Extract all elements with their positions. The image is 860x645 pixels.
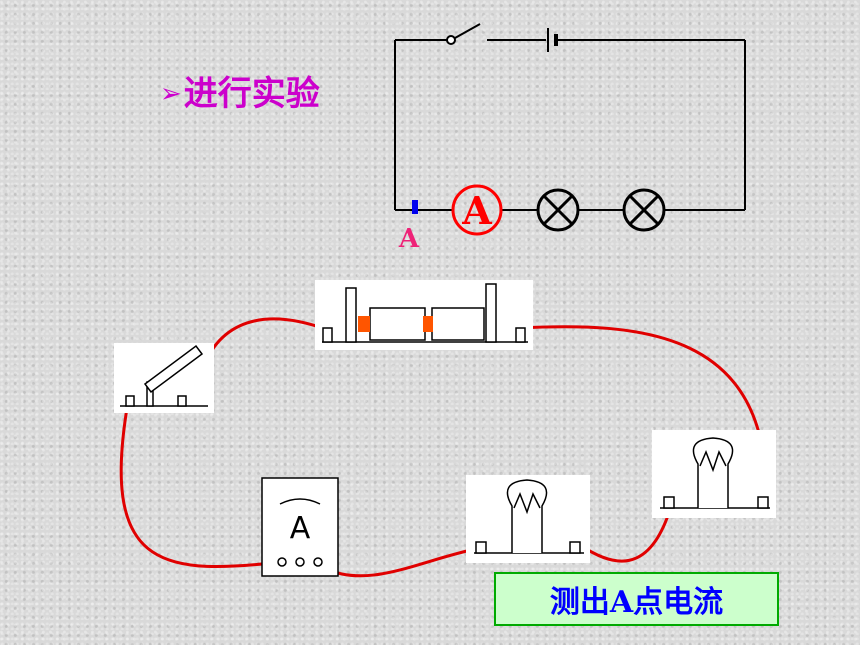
lamp-device-2 bbox=[652, 430, 776, 518]
wire-lamp2-to-lamp1 bbox=[578, 501, 674, 563]
lamp-device-1 bbox=[466, 475, 590, 563]
bullet-arrow-icon: ➢ bbox=[160, 79, 182, 109]
ammeter-symbol-letter: A bbox=[461, 188, 492, 233]
lamp-symbol-1 bbox=[536, 188, 580, 232]
battery-terminal-right bbox=[423, 316, 433, 332]
wire-lamp1-to-ammeter bbox=[322, 546, 482, 578]
caption-box: 测出A点电流 bbox=[494, 572, 779, 626]
battery-terminal-left bbox=[358, 316, 370, 332]
switch-symbol bbox=[446, 23, 481, 45]
circuit-schematic bbox=[394, 23, 746, 232]
ammeter-device: A bbox=[261, 477, 339, 577]
battery-symbol bbox=[547, 28, 558, 52]
battery-device bbox=[315, 280, 533, 350]
caption-text: 测出A点电流 bbox=[549, 585, 724, 620]
switch-device bbox=[114, 343, 214, 413]
wire-switch-to-battery bbox=[193, 317, 330, 404]
ammeter-device-letter: A bbox=[290, 511, 311, 546]
point-a-marker bbox=[412, 200, 418, 214]
lamp-symbol-2 bbox=[622, 188, 666, 232]
heading-text: 进行实验 bbox=[183, 74, 320, 114]
point-a-label: A bbox=[398, 224, 420, 254]
section-heading: ➢进行实验 bbox=[160, 66, 320, 115]
ammeter-symbol-circle bbox=[451, 184, 503, 236]
wire-ammeter-to-switch bbox=[119, 400, 274, 569]
